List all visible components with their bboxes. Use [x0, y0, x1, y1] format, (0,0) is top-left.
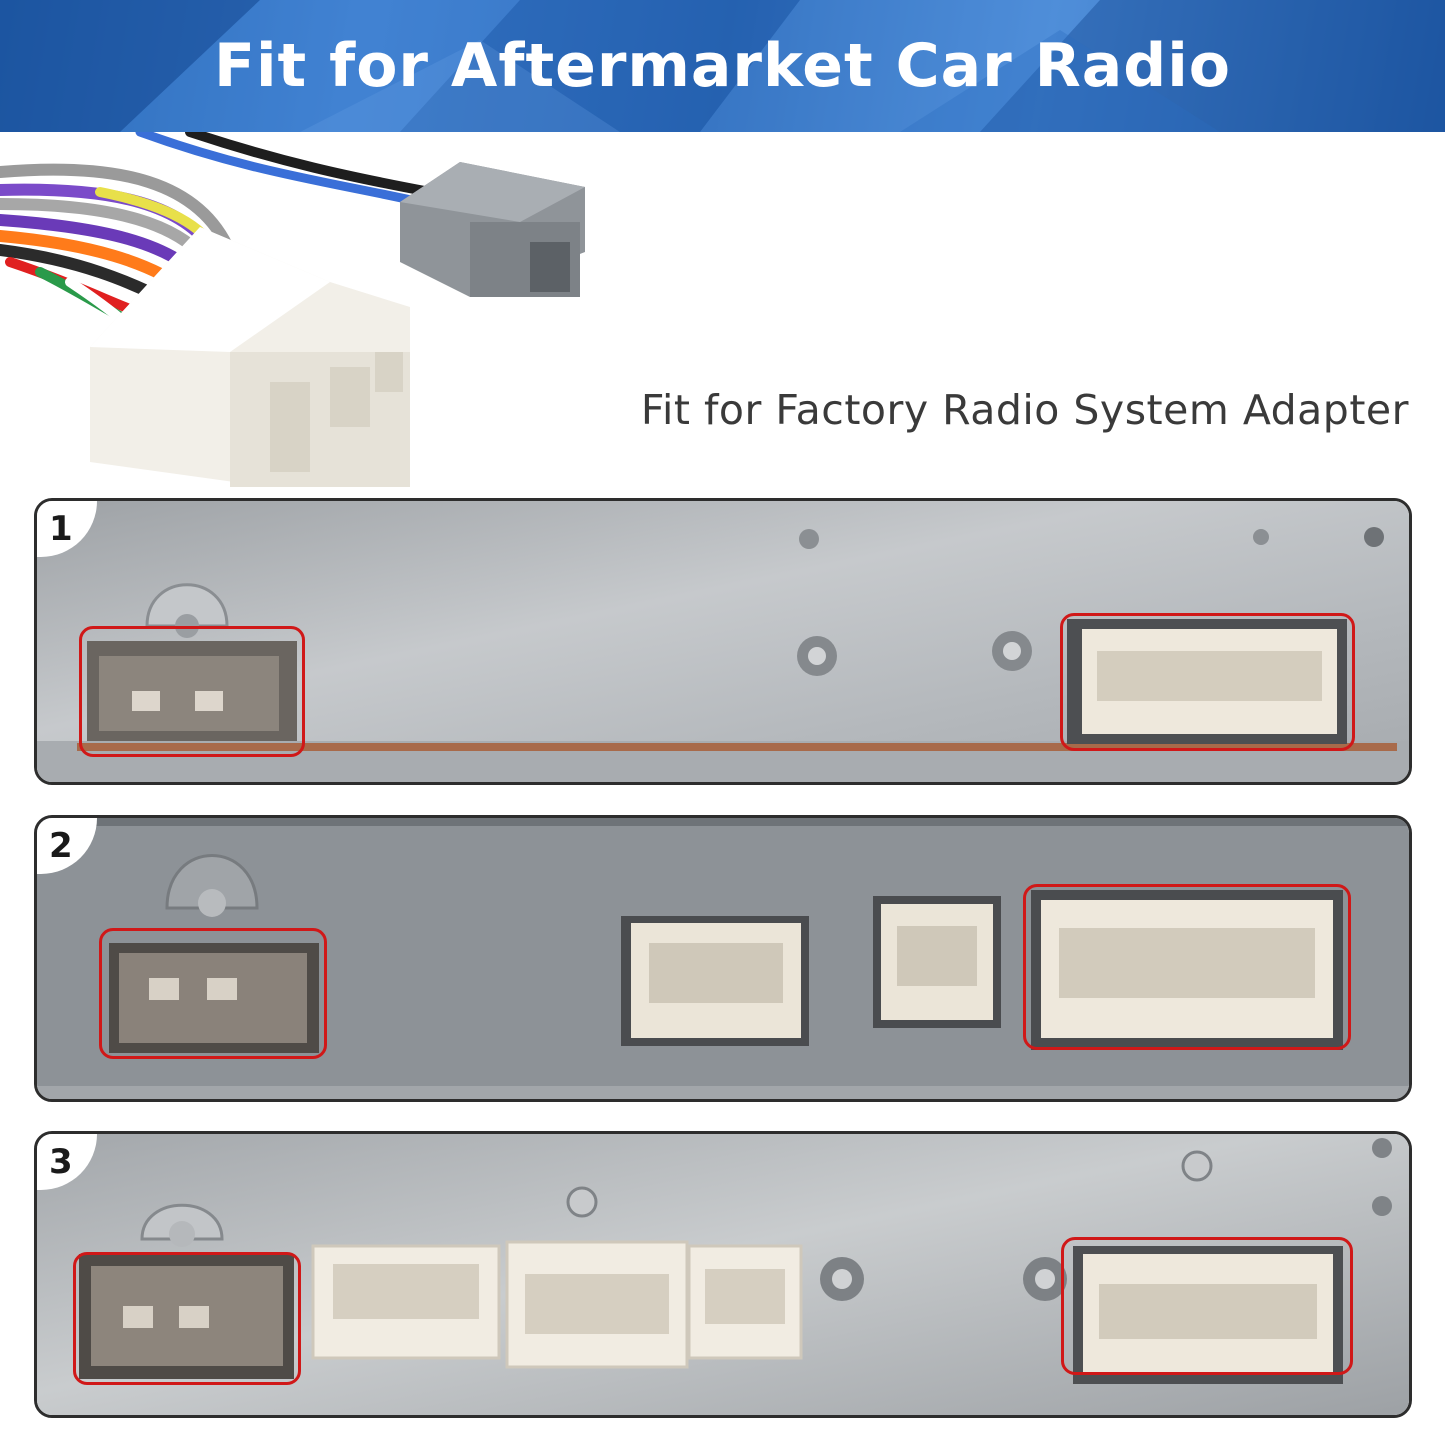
highlight-power-connector — [73, 1252, 301, 1385]
highlight-power-connector — [99, 928, 327, 1059]
highlight-power-connector — [79, 626, 305, 757]
highlight-harness-connector — [1061, 1237, 1353, 1375]
subtitle: Fit for Factory Radio System Adapter — [640, 386, 1409, 434]
radio-panel-1: 1 — [34, 498, 1412, 785]
radio-panel-2: 2 — [34, 815, 1412, 1102]
highlight-harness-connector — [1060, 613, 1355, 751]
wiring-harness-image — [0, 132, 585, 487]
radio-panel-3: 3 — [34, 1131, 1412, 1418]
banner-title: Fit for Aftermarket Car Radio — [213, 31, 1231, 101]
radio-back-photo-1 — [37, 501, 1409, 782]
panel-number-badge: 2 — [37, 818, 97, 874]
title-banner: Fit for Aftermarket Car Radio — [0, 0, 1445, 132]
banner-background — [0, 0, 1445, 132]
radio-back-photo-3 — [37, 1134, 1409, 1415]
radio-back-photo-2 — [37, 818, 1409, 1099]
highlight-harness-connector — [1023, 884, 1351, 1050]
